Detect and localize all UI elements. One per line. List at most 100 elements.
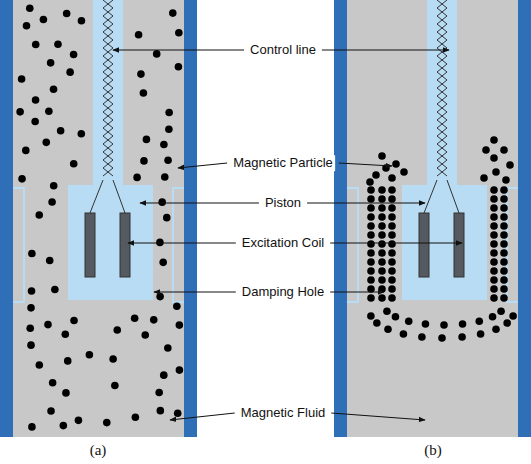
magnetic-particle — [160, 141, 168, 149]
part-label: Magnetic Fluid — [239, 405, 328, 421]
cylinder-wall — [0, 0, 13, 437]
magnetic-particle — [132, 413, 140, 421]
magnetic-particle — [378, 186, 386, 194]
magnetic-particle — [490, 136, 498, 144]
magnetic-particle — [50, 85, 58, 93]
magnetic-particle — [70, 160, 78, 168]
magnetic-particle — [509, 312, 517, 320]
magnetic-particle — [18, 175, 26, 183]
magnetic-particle — [378, 231, 386, 239]
wall-recess — [347, 188, 358, 302]
control-line — [424, 180, 459, 213]
panel-caption: (a) — [88, 441, 109, 459]
magnetic-particle — [378, 267, 386, 275]
magnetic-particle — [174, 409, 182, 417]
magnetic-particle — [51, 286, 59, 294]
magnetic-particle — [143, 136, 151, 144]
magnetic-particle — [500, 276, 508, 284]
magnetic-particle — [367, 240, 375, 248]
magnetic-particle — [158, 198, 166, 206]
magnetic-particle — [372, 171, 380, 179]
magnetic-particle — [42, 139, 50, 147]
magnetic-particle — [46, 257, 54, 265]
magnetic-particle — [367, 276, 375, 284]
magnetic-particle — [492, 168, 500, 176]
magnetic-particle — [477, 330, 485, 338]
magnetic-particle — [165, 109, 173, 117]
magnetic-particle — [175, 29, 183, 37]
magnetic-particle — [490, 294, 498, 302]
magnetic-particle — [31, 118, 39, 126]
magnetic-particle — [70, 51, 78, 59]
magnetic-particle — [373, 319, 381, 327]
magnetic-particle — [367, 204, 375, 212]
magnetic-particle — [388, 294, 396, 302]
magnetic-particle — [440, 321, 448, 329]
magnetic-particle — [367, 312, 375, 320]
magnetic-particle — [367, 195, 375, 203]
magnetic-particle — [28, 287, 36, 295]
magnetic-particle — [27, 341, 35, 349]
leader-line — [322, 50, 449, 51]
magnetic-particle — [28, 250, 36, 258]
magnetic-particle — [378, 276, 386, 284]
magnetic-particle — [47, 407, 55, 415]
magnetic-particle — [47, 59, 55, 67]
magnetic-particle — [500, 213, 508, 221]
magnetic-particle — [62, 389, 70, 397]
magnetic-particle — [103, 419, 111, 427]
magnetic-particle — [490, 249, 498, 257]
magnetic-particle — [388, 267, 396, 275]
magnetic-particle — [165, 125, 173, 133]
magnetic-particle — [367, 258, 375, 266]
magnetic-particle — [48, 198, 56, 206]
magnetic-particle — [506, 161, 514, 169]
magnetic-particle — [164, 344, 172, 352]
magnetic-particle — [400, 330, 408, 338]
magnetic-particle — [392, 313, 400, 321]
part-label: Excitation Coil — [240, 235, 326, 251]
control-line — [103, 0, 113, 176]
magnetic-particle — [141, 331, 149, 339]
magnetic-particle — [140, 157, 148, 165]
magnetic-particle — [26, 4, 34, 12]
piston — [68, 0, 153, 300]
magnetic-particle — [140, 89, 148, 97]
magnetic-particle — [400, 168, 408, 176]
magnetic-particle — [86, 351, 94, 359]
magnetic-particle — [133, 174, 141, 182]
magnetic-particle — [27, 304, 35, 312]
magnetic-particle — [490, 267, 498, 275]
part-label: Damping Hole — [240, 284, 326, 300]
magnetic-particle — [113, 326, 121, 334]
control-line — [437, 0, 447, 176]
magnetic-particle — [153, 50, 161, 58]
magnetic-particle — [32, 96, 40, 104]
magnetic-particle — [503, 319, 511, 327]
magnetic-particle — [35, 211, 43, 219]
control-line — [103, 0, 113, 176]
wall-recess — [173, 188, 184, 302]
leader-line — [330, 243, 462, 244]
magnetic-particle — [173, 302, 181, 310]
magnetic-particle — [388, 231, 396, 239]
leader-line — [170, 413, 235, 420]
magnetic-particle — [500, 186, 508, 194]
magnetic-particle — [40, 16, 48, 24]
magnetic-particle — [500, 294, 508, 302]
panel-caption: (b) — [422, 441, 444, 459]
magnetic-particle — [500, 240, 508, 248]
magnetic-particle — [378, 152, 386, 160]
magnetic-particle — [388, 186, 396, 194]
magnetic-particle — [490, 213, 498, 221]
magnetic-particle — [131, 314, 139, 322]
magnetic-particle — [490, 222, 498, 230]
magnetic-particle — [422, 320, 430, 328]
magnetic-particle — [78, 17, 86, 25]
magnetic-particle — [16, 108, 24, 116]
magnetic-particle — [111, 382, 119, 390]
magnetic-particle — [490, 276, 498, 284]
magnetic-particle — [500, 222, 508, 230]
